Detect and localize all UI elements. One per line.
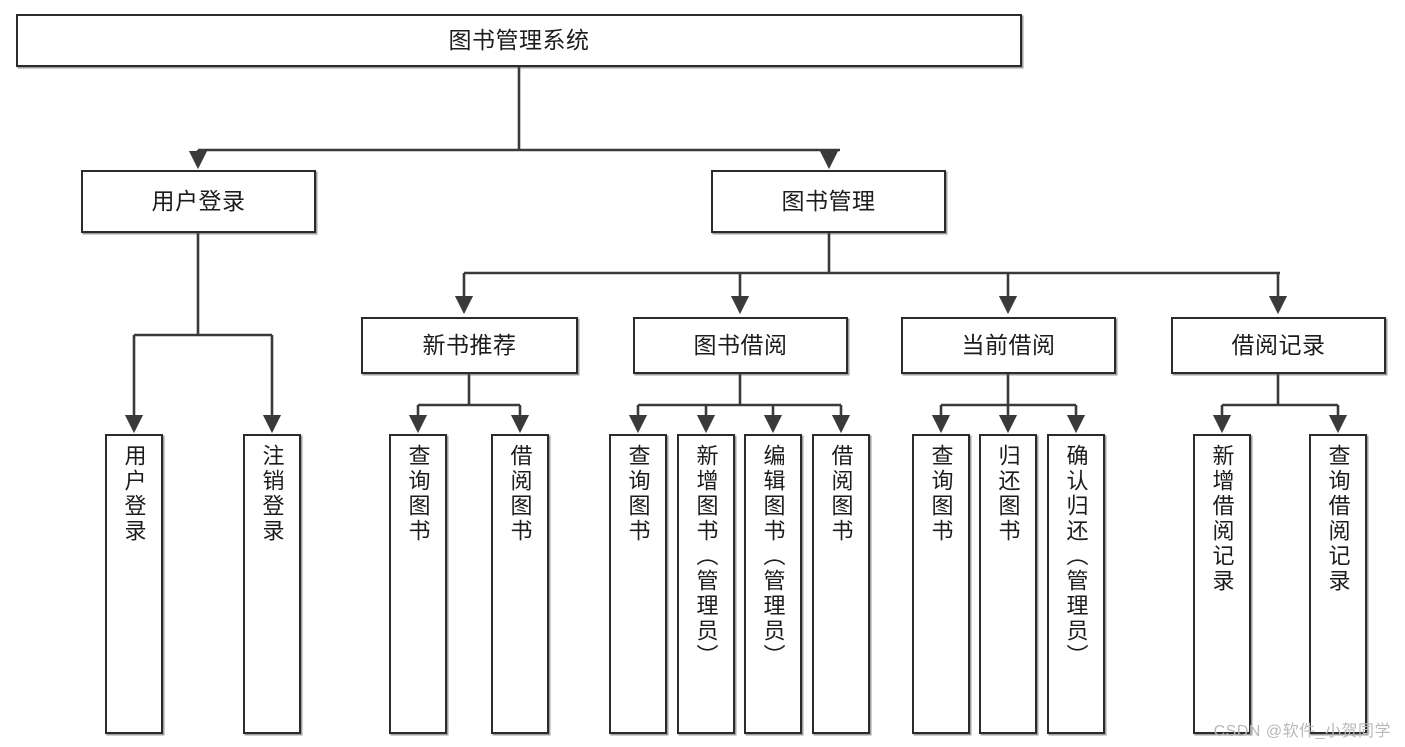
node-current-borrow[interactable]: 当前借阅: [901, 317, 1116, 374]
node-leaf-add-record[interactable]: 新增借阅记录: [1193, 434, 1251, 734]
node-leaf-add-book[interactable]: 新增图书（管理员）: [677, 434, 735, 734]
node-user-login-label: 用户登录: [151, 187, 246, 214]
node-borrow-record[interactable]: 借阅记录: [1171, 317, 1386, 374]
node-borrow-record-label: 借阅记录: [1231, 331, 1326, 358]
node-root-label: 图书管理系统: [448, 26, 590, 53]
node-leaf-borrow-book-2-label: 借阅图书: [828, 444, 854, 544]
node-root[interactable]: 图书管理系统: [16, 14, 1022, 67]
node-leaf-logout-login[interactable]: 注销登录: [243, 434, 301, 734]
node-leaf-return-book-label: 归还图书: [995, 444, 1021, 544]
node-leaf-confirm-return-label: 确认归还（管理员）: [1063, 444, 1089, 669]
node-new-book-recommend-label: 新书推荐: [422, 331, 517, 358]
node-leaf-query-record-label: 查询借阅记录: [1325, 444, 1351, 594]
node-leaf-return-book[interactable]: 归还图书: [979, 434, 1037, 734]
node-leaf-query-book-1-label: 查询图书: [405, 444, 431, 544]
node-leaf-add-record-label: 新增借阅记录: [1209, 444, 1235, 594]
node-leaf-logout-login-label: 注销登录: [259, 444, 285, 544]
node-user-login[interactable]: 用户登录: [81, 170, 316, 233]
node-book-borrow[interactable]: 图书借阅: [633, 317, 848, 374]
node-leaf-borrow-book-1[interactable]: 借阅图书: [491, 434, 549, 734]
node-leaf-query-book-3[interactable]: 查询图书: [912, 434, 970, 734]
node-leaf-query-book-2[interactable]: 查询图书: [609, 434, 667, 734]
node-leaf-edit-book-label: 编辑图书（管理员）: [760, 444, 786, 669]
node-leaf-user-login[interactable]: 用户登录: [105, 434, 163, 734]
node-current-borrow-label: 当前借阅: [961, 331, 1056, 358]
node-new-book-recommend[interactable]: 新书推荐: [361, 317, 578, 374]
node-leaf-borrow-book-2[interactable]: 借阅图书: [812, 434, 870, 734]
node-book-borrow-label: 图书借阅: [693, 331, 788, 358]
node-leaf-query-book-2-label: 查询图书: [625, 444, 651, 544]
node-leaf-borrow-book-1-label: 借阅图书: [507, 444, 533, 544]
node-leaf-add-book-label: 新增图书（管理员）: [693, 444, 719, 669]
node-book-management[interactable]: 图书管理: [711, 170, 946, 233]
node-leaf-confirm-return[interactable]: 确认归还（管理员）: [1047, 434, 1105, 734]
node-leaf-edit-book[interactable]: 编辑图书（管理员）: [744, 434, 802, 734]
node-leaf-query-record[interactable]: 查询借阅记录: [1309, 434, 1367, 734]
node-leaf-query-book-3-label: 查询图书: [928, 444, 954, 544]
node-book-management-label: 图书管理: [781, 187, 876, 214]
node-leaf-user-login-label: 用户登录: [121, 444, 147, 544]
node-leaf-query-book-1[interactable]: 查询图书: [389, 434, 447, 734]
